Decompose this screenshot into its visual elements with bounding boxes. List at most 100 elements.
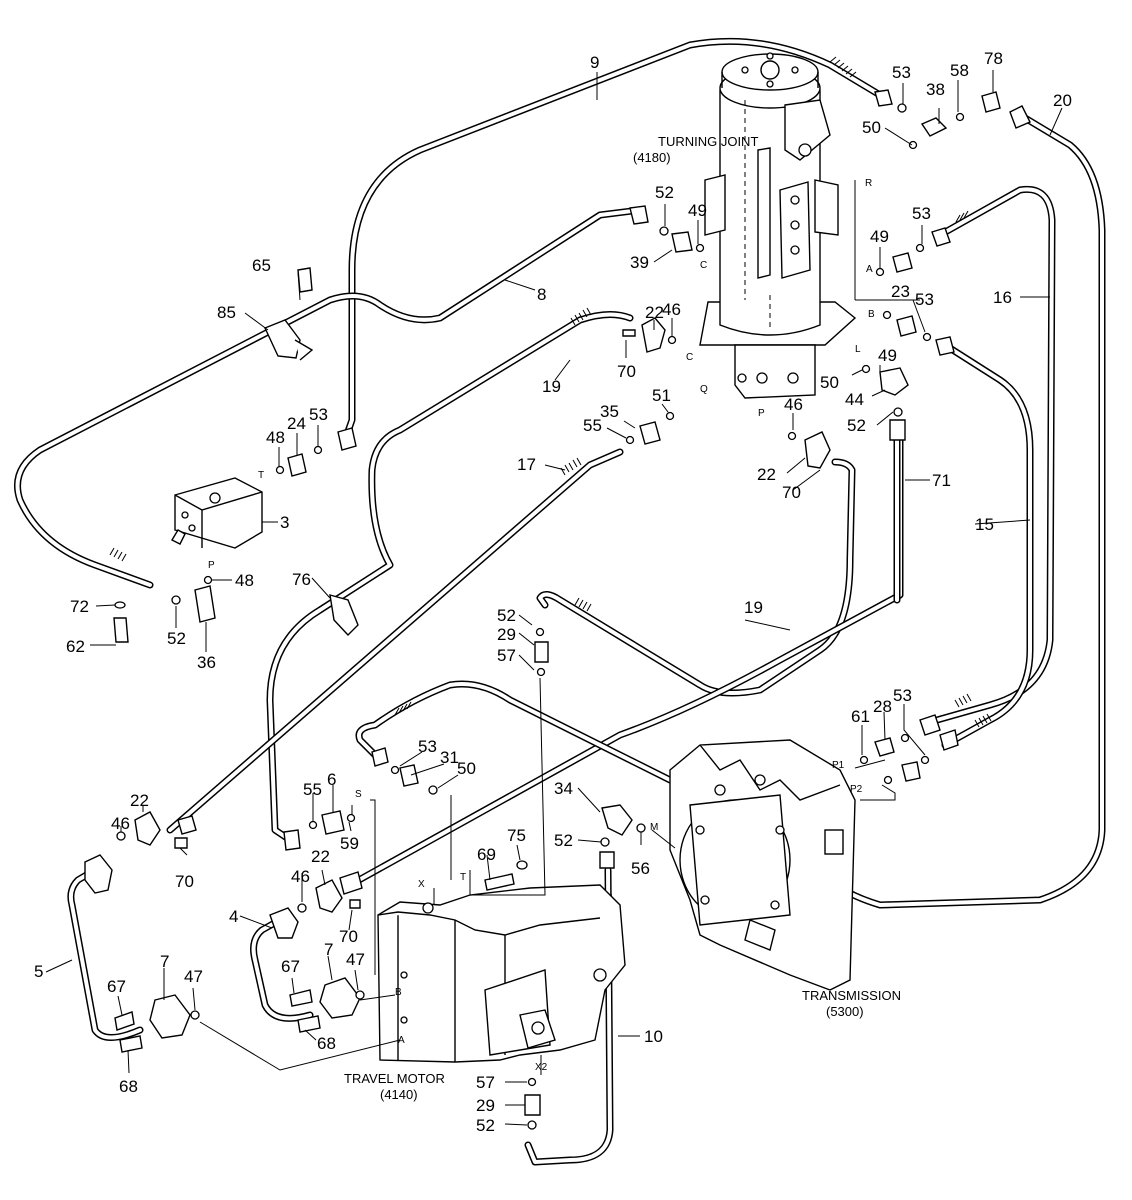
callout-62: 62 — [66, 637, 85, 656]
callout-19-lower: 19 — [744, 598, 763, 617]
port-labels: R A B C C L Q P T P S X T M P1 P2 B A X2 — [208, 178, 875, 1073]
port-Q: Q — [700, 384, 708, 395]
callout-24: 24 — [287, 414, 306, 433]
port-S: S — [355, 789, 362, 800]
callout-53-lower-right: 53 — [893, 686, 912, 705]
callout-57-center: 57 — [497, 646, 516, 665]
callout-48-upper: 48 — [266, 428, 285, 447]
callout-49-top: 49 — [688, 201, 707, 220]
callout-22-left: 22 — [130, 791, 149, 810]
callout-68-right: 68 — [317, 1034, 336, 1053]
callout-49-right: 49 — [870, 227, 889, 246]
callout-29-bottom: 29 — [476, 1096, 495, 1115]
callout-53-left: 53 — [309, 405, 328, 424]
port-T-valve: T — [258, 470, 264, 481]
port-B-motor: B — [395, 987, 402, 998]
port-P-turning-joint: P — [758, 408, 765, 419]
callout-85: 85 — [217, 303, 236, 322]
callout-10: 10 — [644, 1027, 663, 1046]
callout-39: 39 — [630, 253, 649, 272]
callout-46-lower: 46 — [291, 867, 310, 886]
callout-46-left: 46 — [111, 814, 130, 833]
callout-5: 5 — [34, 962, 43, 981]
callout-75: 75 — [507, 826, 526, 845]
callout-48-lower: 48 — [235, 571, 254, 590]
callout-59: 59 — [340, 834, 359, 853]
callout-65: 65 — [252, 256, 271, 275]
callout-44: 44 — [845, 390, 864, 409]
port-X: X — [418, 879, 425, 890]
callout-72: 72 — [70, 597, 89, 616]
hose-8 — [14, 206, 644, 589]
callout-52-top: 52 — [655, 183, 674, 202]
callout-71: 71 — [932, 471, 951, 490]
callout-15: 15 — [975, 515, 994, 534]
hose-pressure-line — [346, 426, 904, 889]
port-M: M — [650, 822, 658, 833]
port-C-upper: C — [700, 260, 707, 271]
callout-29-center: 29 — [497, 625, 516, 644]
callout-70-lower: 70 — [339, 927, 358, 946]
hose-10 — [524, 866, 614, 1166]
callout-19-upper: 19 — [542, 377, 561, 396]
callout-52-bottom: 52 — [476, 1116, 495, 1135]
port-C-lower: C — [686, 352, 693, 363]
callout-53-right: 53 — [912, 204, 931, 223]
callout-35: 35 — [600, 402, 619, 421]
callout-67-left: 67 — [107, 977, 126, 996]
callout-55-lower: 55 — [303, 780, 322, 799]
transmission-label: TRANSMISSION — [802, 988, 901, 1003]
pipe-4 — [250, 916, 314, 1022]
callout-47-right: 47 — [346, 950, 365, 969]
callout-31: 31 — [440, 748, 459, 767]
callout-53-mid: 53 — [915, 290, 934, 309]
callout-70-upper: 70 — [617, 362, 636, 381]
callout-9: 9 — [590, 53, 599, 72]
port-X2: X2 — [535, 1062, 548, 1073]
callout-22-lower: 22 — [311, 847, 330, 866]
port-A: A — [866, 264, 873, 275]
callout-46-upper: 46 — [662, 300, 681, 319]
callout-23: 23 — [891, 282, 910, 301]
callout-57-bottom: 57 — [476, 1073, 495, 1092]
callout-70-mid: 70 — [782, 483, 801, 502]
callout-34: 34 — [554, 779, 573, 798]
callout-52-lower: 52 — [554, 831, 573, 850]
port-P2: P2 — [850, 784, 863, 795]
transmission-code: (5300) — [826, 1004, 864, 1019]
part-number-callouts: 9 53 38 58 78 20 50 52 49 39 53 49 65 85… — [34, 49, 1072, 1135]
callout-51: 51 — [652, 386, 671, 405]
hose-return-line — [355, 680, 674, 784]
callout-50-lower: 50 — [457, 759, 476, 778]
fittings — [84, 89, 1031, 1130]
callout-52-center: 52 — [497, 606, 516, 625]
callout-28: 28 — [873, 697, 892, 716]
callout-52-right: 52 — [847, 416, 866, 435]
port-T-motor: T — [460, 872, 466, 883]
callout-7-left: 7 — [160, 952, 169, 971]
transmission-assembly: TRANSMISSION (5300) — [669, 739, 901, 1019]
port-P1: P1 — [832, 760, 845, 771]
callout-68-left: 68 — [119, 1077, 138, 1096]
callout-16: 16 — [993, 288, 1012, 307]
travel-motor-code: (4140) — [380, 1087, 418, 1102]
callout-69: 69 — [477, 845, 496, 864]
port-A-motor: A — [398, 1035, 405, 1046]
callout-78: 78 — [984, 49, 1003, 68]
turning-joint-code: (4180) — [633, 150, 671, 165]
hose-19-upper — [266, 311, 634, 844]
callout-4: 4 — [229, 907, 238, 926]
hose-16 — [926, 185, 1056, 726]
callout-52-left: 52 — [167, 629, 186, 648]
callout-6: 6 — [327, 770, 336, 789]
turning-joint-label: TURNING JOINT — [658, 134, 758, 149]
callout-56: 56 — [631, 859, 650, 878]
callout-17: 17 — [517, 455, 536, 474]
hose-hatching — [109, 56, 992, 912]
port-P-valve: P — [208, 560, 215, 571]
callout-58: 58 — [950, 61, 969, 80]
callout-50-mid: 50 — [820, 373, 839, 392]
callout-53-lower: 53 — [418, 737, 437, 756]
